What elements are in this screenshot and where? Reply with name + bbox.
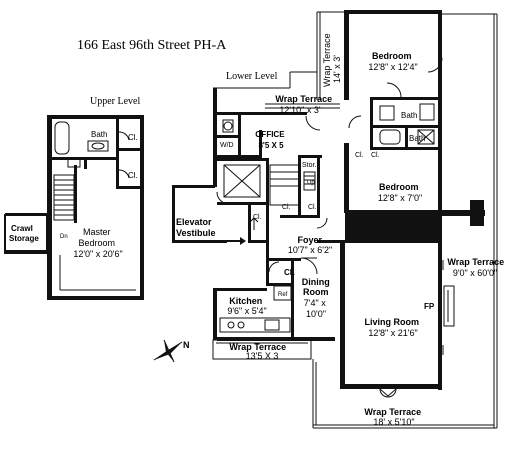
office-label: OFFICE 8'5 X 5 xyxy=(255,130,287,150)
lower-closet-5-label: Cl. xyxy=(371,152,380,159)
stair-dn-label: Dn xyxy=(60,234,68,240)
wrap-terrace-vertical-label: Wrap Terrace 14' x 3' xyxy=(322,31,342,87)
lower-level-plan xyxy=(172,10,498,429)
kitchen-label: Kitchen 9'6" x 5'4" xyxy=(227,296,266,316)
bedroom-bath-mid-label: Bath xyxy=(409,134,425,143)
stair-up-label: Up xyxy=(307,180,315,186)
elevator-vestibule-label: Elevator Vestibule xyxy=(176,217,216,238)
lower-closet-3-label: Cl. xyxy=(308,204,317,211)
fireplace-label: FP xyxy=(424,302,435,311)
kitchen-closet-label: CL xyxy=(284,268,295,277)
crawl-storage-plan xyxy=(4,213,48,254)
foyer-label: Foyer 10'7" x 6'2" xyxy=(288,235,332,255)
bedroom-bath-top-label: Bath xyxy=(401,111,417,120)
upper-level-label: Upper Level xyxy=(90,96,140,107)
crawl-storage-label: Crawl Storage xyxy=(9,224,39,243)
upper-level-plan xyxy=(44,115,144,300)
compass-north-label: N xyxy=(183,340,190,350)
refrigerator-label: Ref xyxy=(278,292,288,298)
master-bedroom-label: Master Bedroom 12'0" x 20'6" xyxy=(73,227,122,259)
storage-label: Stor. xyxy=(302,162,316,169)
washer-dryer-label: W/D xyxy=(220,142,234,149)
upper-closet-2-label: Cl. xyxy=(128,171,138,180)
wrap-terrace-right-label: Wrap Terrace 9'0" x 60'0" xyxy=(447,257,506,278)
living-room-label: Living Room 12'8" x 21'6" xyxy=(364,317,421,338)
bedroom-top-label: Bedroom 12'8" x 12'4" xyxy=(368,51,417,72)
compass-icon xyxy=(153,339,183,363)
dining-room-label: Dining Room 7'4" x 10'0" xyxy=(302,277,333,319)
plan-title: 166 East 96th Street PH-A xyxy=(77,38,227,53)
lower-closet-2-label: Cl. xyxy=(282,204,291,211)
lower-closet-4-label: Cl. xyxy=(355,152,364,159)
wrap-terrace-bottom-label: Wrap Terrace 18' x 5'10" xyxy=(364,407,423,427)
lower-closet-1-label: Cl. xyxy=(253,214,262,221)
wrap-terrace-top-label: Wrap Terrace 12'10" x 3' xyxy=(275,94,334,115)
upper-closet-1-label: Cl. xyxy=(128,133,138,142)
bedroom-mid-label: Bedroom 12'8" x 7'0" xyxy=(378,182,422,203)
wrap-terrace-kitchen-label: Wrap Terrace 13'5 X 3 xyxy=(229,342,288,361)
upper-bath-label: Bath xyxy=(91,130,107,139)
lower-level-label: Lower Level xyxy=(226,71,278,82)
